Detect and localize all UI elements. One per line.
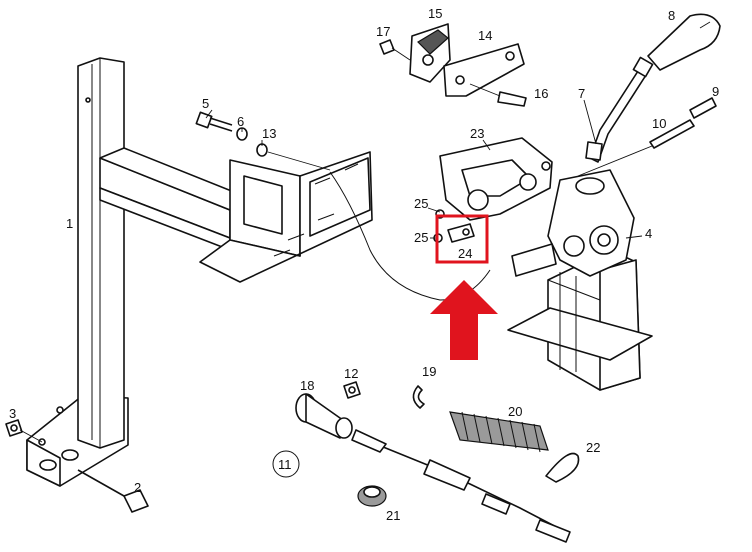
lever-group [577,13,721,177]
label-21: 21 [386,508,400,523]
base-bolts [5,419,149,513]
cable-parts-group [295,381,580,543]
label-14: 14 [478,28,492,43]
part-24-pin [447,223,475,243]
label-12: 12 [344,366,358,381]
label-23: 23 [470,126,484,141]
label-24: 24 [458,246,472,261]
label-8: 8 [668,8,675,23]
bolt-washer-group [195,111,331,171]
label-17: 17 [376,24,390,39]
label-15: 15 [428,6,442,21]
label-3: 3 [9,406,16,421]
label-20: 20 [508,404,522,419]
gearbox-assembly [507,169,653,391]
label-2: 2 [134,480,141,495]
label-6: 6 [237,114,244,129]
label-7: 7 [578,86,585,101]
label-25-upper: 25 [414,196,428,211]
highlight-arrow [430,280,498,360]
post-assembly [26,57,373,487]
highlight-box [435,214,489,264]
label-11: 11 [278,457,292,472]
label-9: 9 [712,84,719,99]
label-1: 1 [66,216,73,231]
label-16: 16 [534,86,548,101]
label-19: 19 [422,364,436,379]
switch-block [433,137,553,243]
label-10: 10 [652,116,666,131]
label-5: 5 [202,96,209,111]
label-25-lower: 25 [414,230,428,245]
label-4: 4 [645,226,652,241]
part-labels: 1 2 3 4 5 6 7 8 9 10 11 12 13 14 15 16 1… [9,6,719,523]
clamp-bracket-group [379,23,527,107]
label-18: 18 [300,378,314,393]
label-22: 22 [586,440,600,455]
part-11-circle [272,450,300,478]
label-13: 13 [262,126,276,141]
